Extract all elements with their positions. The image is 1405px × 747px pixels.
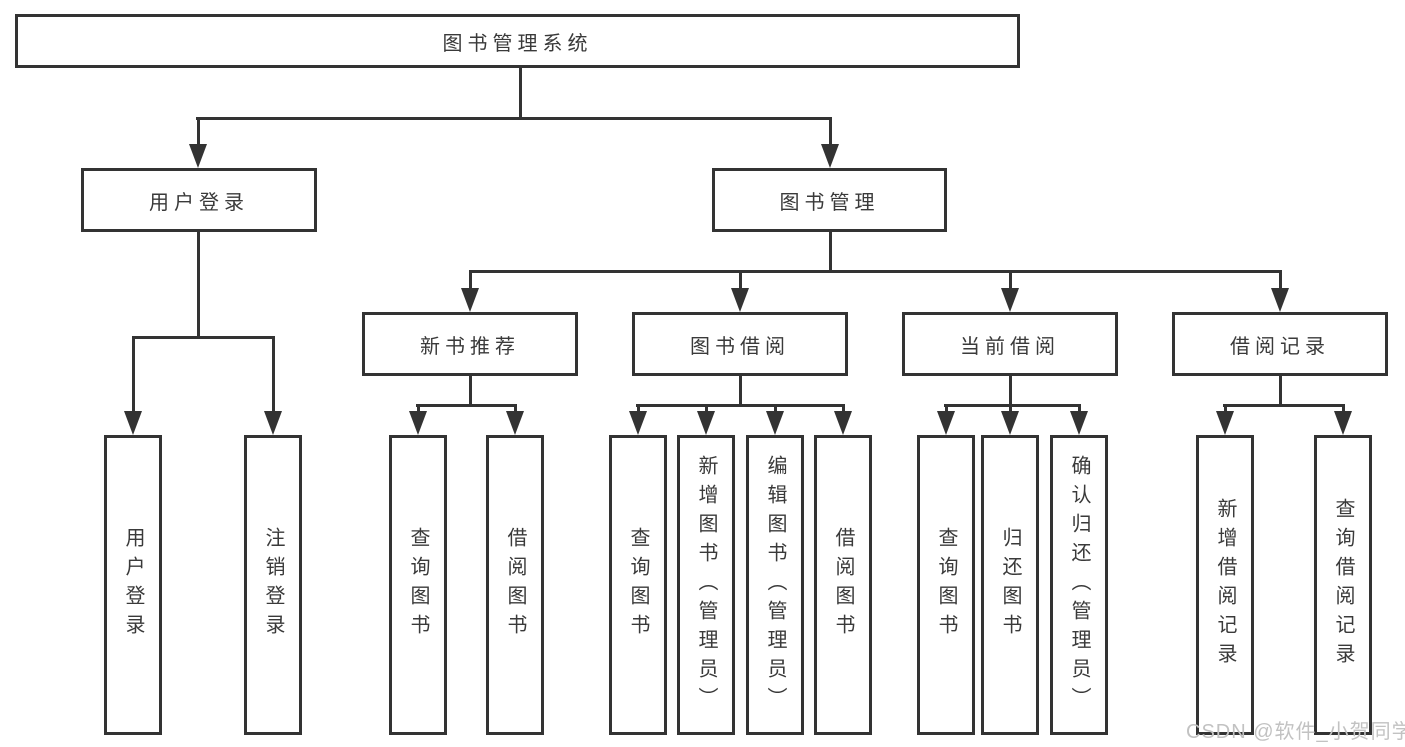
arrow-into-current-borrow (1001, 288, 1019, 312)
leaf-logout: 注销登录 (244, 435, 302, 735)
node-current-borrowing: 当前借阅 (902, 312, 1118, 376)
connector-drop-br-add (1224, 404, 1227, 413)
connector-book-borrow-drop (739, 376, 742, 407)
leaf-user-login: 用户登录 (104, 435, 162, 735)
connector-drop-book-management (829, 117, 832, 146)
connector-drop-book-borrow (739, 270, 742, 290)
connector-borrow-records-bus (1223, 404, 1345, 407)
arrow-into-user-login (189, 144, 207, 168)
leaf-nbr-query-books: 查询图书 (389, 435, 447, 735)
arrow-into-cb-return (1001, 411, 1019, 435)
connector-drop-br-query (1342, 404, 1345, 413)
csdn-watermark: CSDN @软件_小贺同学 (1186, 721, 1405, 743)
connector-new-book-bus (416, 404, 517, 407)
arrow-into-nbr-query (409, 411, 427, 435)
node-library-system: 图书管理系统 (15, 14, 1020, 68)
connector-drop-cb-query (945, 404, 948, 413)
connector-book-borrow-bus (636, 404, 845, 407)
connector-drop-nbr-query (417, 404, 420, 413)
arrow-into-bb-borrow (834, 411, 852, 435)
arrow-into-bb-edit (766, 411, 784, 435)
leaf-br-add-record: 新增借阅记录 (1196, 435, 1254, 735)
leaf-bb-borrow-books: 借阅图书 (814, 435, 872, 735)
arrow-into-br-add (1216, 411, 1234, 435)
connector-current-borrow-bus (944, 404, 1081, 407)
node-new-book-recommend: 新书推荐 (362, 312, 578, 376)
arrow-into-book-borrow (731, 288, 749, 312)
arrow-into-bb-query (629, 411, 647, 435)
connector-drop-leaf-logout (272, 336, 275, 411)
leaf-cb-confirm-return-admin: 确认归还（管理员） (1050, 435, 1108, 735)
connector-current-borrow-drop (1009, 376, 1012, 407)
connector-user-login-drop (197, 232, 200, 339)
connector-drop-nbr-borrow (514, 404, 517, 413)
connector-drop-new-book (469, 270, 472, 290)
leaf-bb-edit-books-admin: 编辑图书（管理员） (746, 435, 804, 735)
connector-root-drop (519, 68, 522, 120)
arrow-into-new-book (461, 288, 479, 312)
arrow-into-nbr-borrow (506, 411, 524, 435)
connector-drop-current-borrow (1009, 270, 1012, 290)
arrow-into-book-management (821, 144, 839, 168)
connector-drop-bb-edit (774, 404, 777, 413)
connector-drop-bb-add (705, 404, 708, 413)
leaf-bb-add-books-admin: 新增图书（管理员） (677, 435, 735, 735)
connector-drop-leaf-login (132, 336, 135, 411)
leaf-cb-return-books: 归还图书 (981, 435, 1039, 735)
connector-drop-bb-query (637, 404, 640, 413)
node-user-login: 用户登录 (81, 168, 317, 232)
leaf-cb-query-books: 查询图书 (917, 435, 975, 735)
leaf-br-query-record: 查询借阅记录 (1314, 435, 1372, 735)
connector-level2-bus (469, 270, 1282, 273)
connector-user-login-bus (132, 336, 275, 339)
arrow-into-leaf-login (124, 411, 142, 435)
connector-drop-user-login (197, 117, 200, 146)
leaf-nbr-borrow-books: 借阅图书 (486, 435, 544, 735)
connector-drop-cb-confirm (1078, 404, 1081, 413)
node-book-management: 图书管理 (712, 168, 947, 232)
arrow-into-cb-query (937, 411, 955, 435)
leaf-bb-query-books: 查询图书 (609, 435, 667, 735)
arrow-into-br-query (1334, 411, 1352, 435)
connector-drop-cb-return (1009, 404, 1012, 413)
connector-drop-bb-borrow (842, 404, 845, 413)
node-borrowing-records: 借阅记录 (1172, 312, 1388, 376)
arrow-into-bb-add (697, 411, 715, 435)
connector-drop-borrow-records (1279, 270, 1282, 290)
arrow-into-cb-confirm (1070, 411, 1088, 435)
connector-borrow-records-drop (1279, 376, 1282, 407)
connector-level1-bus (196, 117, 832, 120)
connector-new-book-drop (469, 376, 472, 407)
connector-book-management-drop (829, 232, 832, 273)
node-book-borrowing: 图书借阅 (632, 312, 848, 376)
arrow-into-leaf-logout (264, 411, 282, 435)
arrow-into-borrow-records (1271, 288, 1289, 312)
